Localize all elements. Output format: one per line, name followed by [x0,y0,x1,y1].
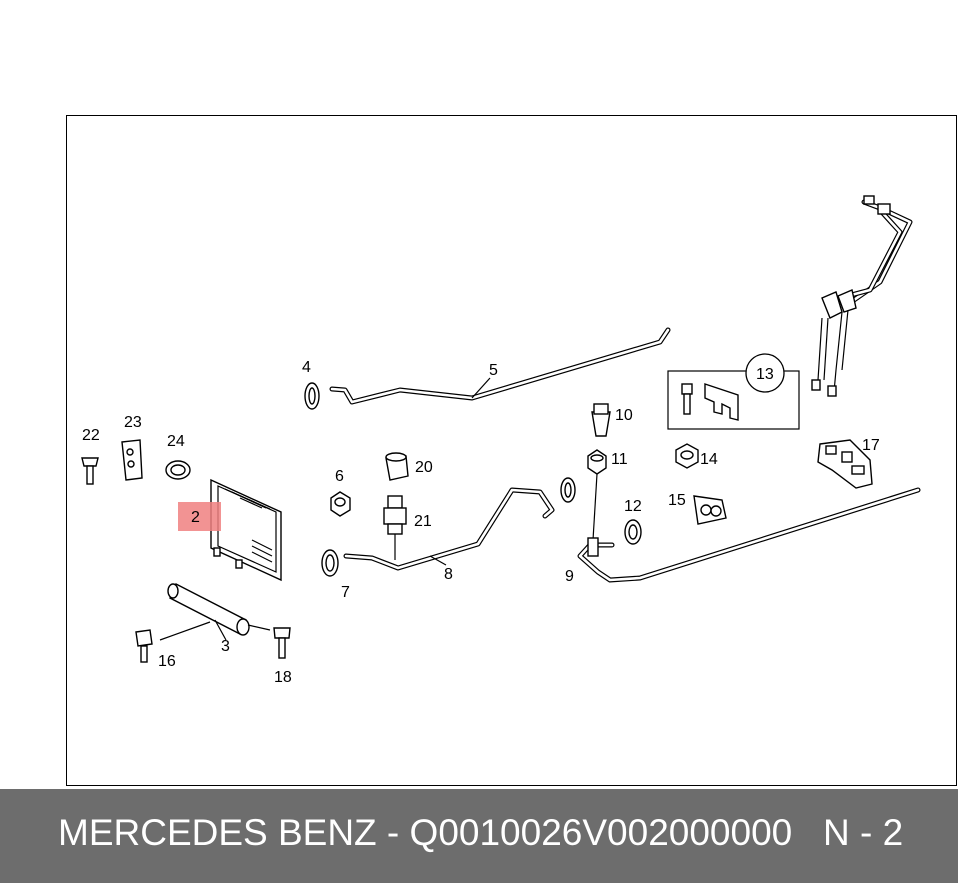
callout-14: 14 [700,451,718,468]
callout-24: 24 [167,433,185,450]
callout-3: 3 [221,638,230,655]
part-23-bracket [121,439,143,481]
part-10-valve [591,403,611,437]
upper-hose-assembly [811,195,913,397]
callout-23: 23 [124,414,142,431]
callout-10: 10 [615,407,633,424]
part-15-expansion-valve [693,495,727,525]
footer-part-number: MERCEDES BENZ - Q0010026V002000000 [58,812,793,853]
part-13-kit-box [667,353,800,430]
part-3-drier [167,583,250,636]
part-17-connector [817,439,873,489]
part-11-nut [587,449,607,475]
diagram-frame [66,115,957,786]
callout-5: 5 [489,362,498,379]
part-6-nut [330,491,351,517]
callout-2: 2 [191,509,200,526]
footer-bar [0,789,958,883]
callout-15: 15 [668,492,686,509]
callout-7: 7 [341,584,350,601]
callout-21: 21 [414,513,432,530]
part-2-condenser [210,478,282,582]
callout-11: 11 [611,451,628,468]
callout-13: 13 [756,366,774,383]
part-21-pressure-switch [383,495,407,560]
part-9-pipe [577,487,921,583]
callout-22: 22 [82,427,100,444]
part-16-bolt [135,629,153,663]
callout-6: 6 [335,468,344,485]
parts-diagram: 2 3 4 5 6 7 8 9 10 11 12 13 14 15 16 17 … [81,195,921,686]
part-8-pipe [343,487,555,571]
part-14-nut [675,443,699,469]
selected-part-highlight [178,502,221,531]
callout-17: 17 [862,437,880,454]
callout-20: 20 [415,459,433,476]
callout-16: 16 [158,653,176,670]
callout-12: 12 [624,498,642,515]
callout-9: 9 [565,568,574,585]
part-20-cap [385,452,409,481]
footer-page-ref: N - 2 [823,812,904,853]
callout-4: 4 [302,359,311,376]
callout-18: 18 [274,669,292,686]
part-5-pipe [329,327,671,405]
callout-8: 8 [444,566,453,583]
part-18-bolt [273,627,291,659]
part-22-screw [81,457,99,485]
